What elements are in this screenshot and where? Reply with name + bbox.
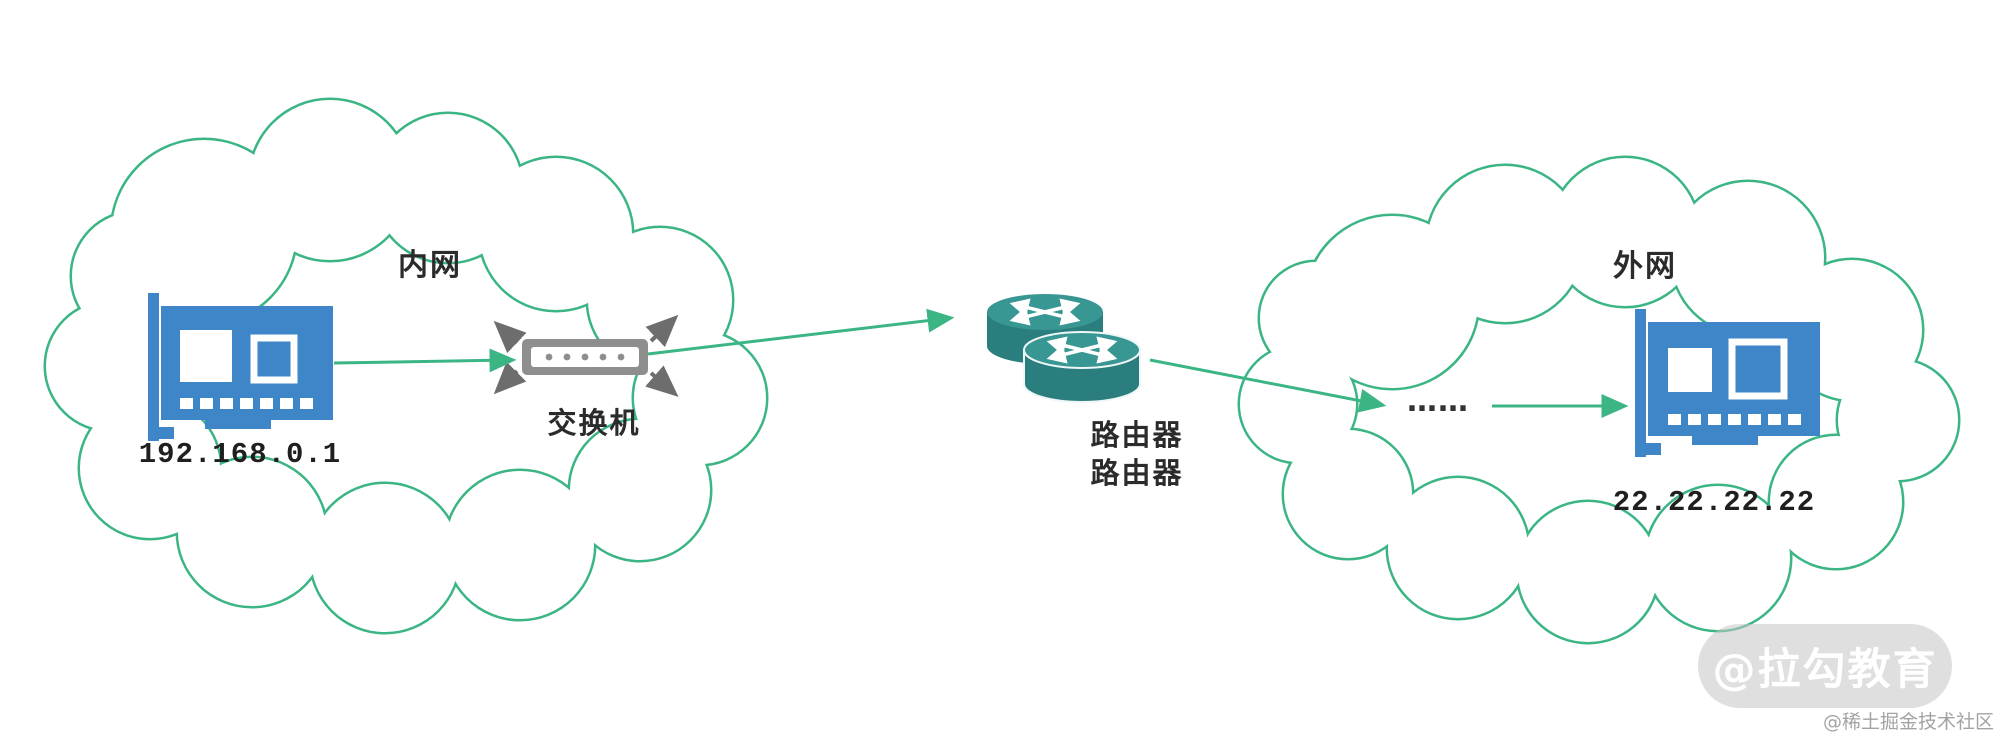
network-card-icon-right xyxy=(1635,309,1820,457)
ellipsis-dots: …… xyxy=(1407,384,1469,419)
extranet-cloud xyxy=(1240,158,1958,642)
nic-ip-left: 192.168.0.1 xyxy=(138,438,342,471)
switch-icon xyxy=(493,314,679,397)
nic-ip-right: 22.22.22.22 xyxy=(1612,486,1816,519)
arrow-nic-to-switch xyxy=(333,348,517,373)
connection-arrows xyxy=(333,308,1629,418)
switch-label: 交换机 xyxy=(547,406,641,440)
router-label-2: 路由器 xyxy=(1090,456,1184,490)
router-icon-front xyxy=(1023,331,1141,403)
footer-credit: @稀土掘金技术社区 xyxy=(1822,711,1994,733)
arrow-switch-to-router xyxy=(647,308,955,356)
watermark-badge: @拉勾教育 xyxy=(1698,624,1952,708)
intranet-label: 内网 xyxy=(398,248,462,283)
arrow-router-to-dots xyxy=(1149,358,1387,413)
network-card-icon-left xyxy=(148,293,333,441)
extranet-label: 外网 xyxy=(1613,249,1677,284)
switch-arrows xyxy=(493,314,679,397)
router-label-1: 路由器 xyxy=(1090,418,1184,452)
